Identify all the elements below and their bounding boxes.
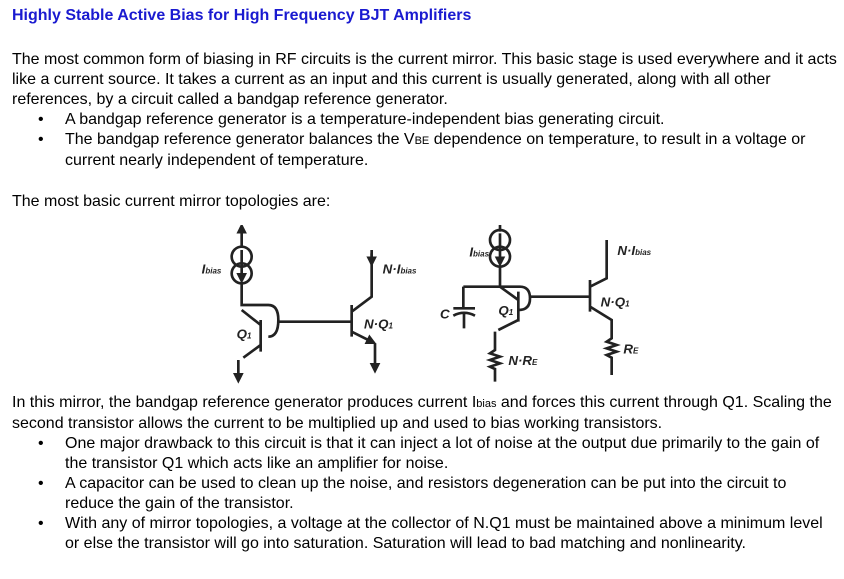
bandgap-list: A bandgap reference generator is a tempe…: [12, 110, 837, 171]
nq1-label-1: N·Q1: [364, 316, 393, 331]
list-item: With any of mirror topologies, a voltage…: [12, 514, 837, 554]
list-item: A capacitor can be used to clean up the …: [12, 474, 837, 514]
n-ibias-label-2: N·Ibias: [617, 243, 651, 258]
explain-paragraph: In this mirror, the bandgap reference ge…: [12, 394, 832, 432]
list-item: One major drawback to this circuit is th…: [12, 434, 837, 474]
q1-label-1: Q1: [237, 326, 252, 341]
drawbacks-list: One major drawback to this circuit is th…: [12, 434, 837, 554]
nre-label: N·RE: [508, 353, 538, 368]
q1-label-2: Q1: [498, 303, 513, 318]
n-ibias-label-1: N·Ibias: [383, 261, 417, 276]
current-mirror-diagrams: Ibias Q1 N·Q1 N·Ibias Ibias C Q1 N·RE N·…: [202, 225, 652, 384]
nq1-label-2: N·Q1: [601, 295, 630, 310]
re-label: RE: [623, 341, 639, 356]
ibias-label-2: Ibias: [469, 245, 489, 260]
list-item: The bandgap reference generator balances…: [12, 130, 837, 171]
c-label: C: [440, 306, 450, 321]
topologies-heading: The most basic current mirror topologies…: [12, 193, 331, 210]
page-title: Highly Stable Active Bias for High Frequ…: [12, 7, 472, 24]
intro-paragraph: The most common form of biasing in RF ci…: [12, 51, 837, 108]
degenerated-current-mirror: [452, 225, 621, 382]
basic-current-mirror: [230, 225, 381, 384]
list-item: A bandgap reference generator is a tempe…: [12, 110, 837, 130]
ibias-label-1: Ibias: [202, 261, 222, 276]
